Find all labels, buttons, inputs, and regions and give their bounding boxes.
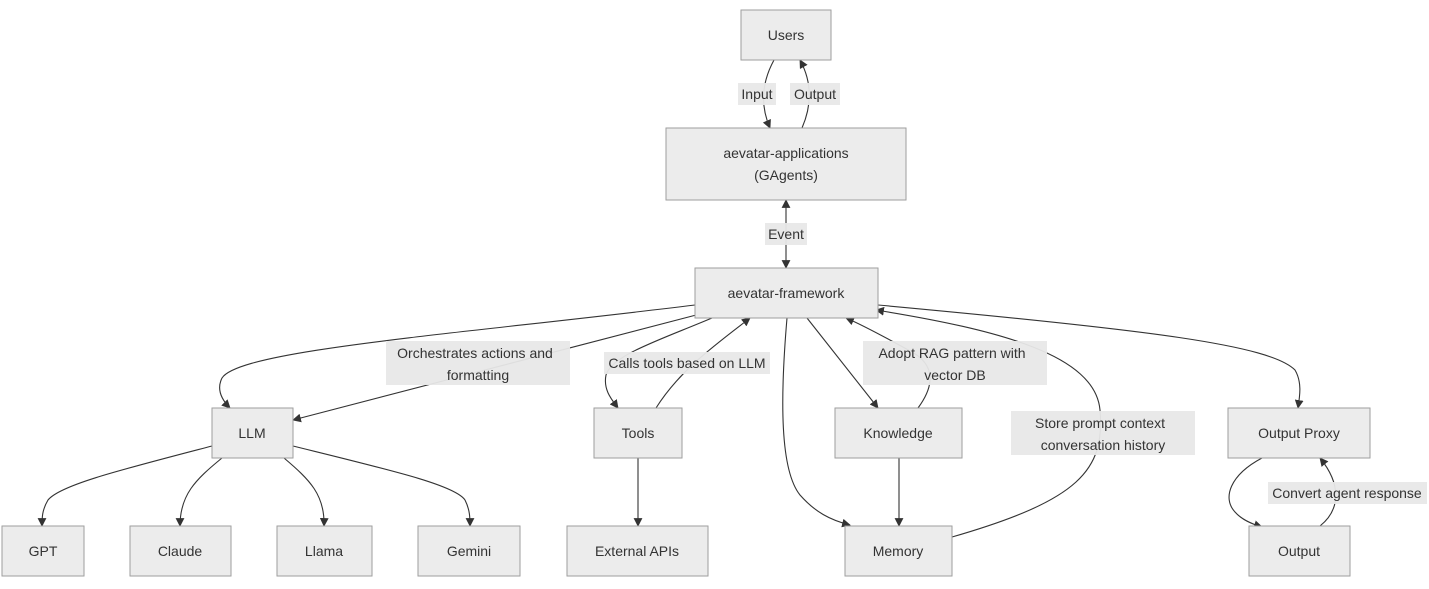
edge-label-event-text: Event (768, 226, 804, 242)
node-gemini-label: Gemini (447, 543, 491, 559)
node-memory-label: Memory (873, 543, 924, 559)
node-output: Output (1248, 525, 1351, 577)
edge-label-rag-line2: vector DB (924, 367, 985, 383)
edge-label-orchestrates-line1: Orchestrates actions and (397, 345, 553, 361)
edge-label-event: Event (765, 223, 807, 245)
node-knowledge-label: Knowledge (863, 425, 932, 441)
edge-label-convert: Convert agent response (1268, 482, 1427, 504)
node-aevatar-applications-line1: aevatar-applications (723, 145, 848, 161)
node-llm-label: LLM (238, 425, 265, 441)
edge-output-proxy-to-output (1228, 457, 1263, 529)
edge-framework-to-llm (219, 304, 696, 409)
edge-label-orchestrates: Orchestrates actions and formatting (386, 341, 570, 385)
edge-label-rag: Adopt RAG pattern with vector DB (863, 341, 1047, 385)
edge-label-calls-tools-text: Calls tools based on LLM (608, 355, 765, 371)
node-claude-label: Claude (158, 543, 203, 559)
edge-label-store-line1: Store prompt context (1035, 415, 1165, 431)
edge-label-store: Store prompt context conversation histor… (1011, 411, 1195, 455)
node-tools: Tools (593, 407, 683, 459)
node-claude: Claude (129, 525, 232, 577)
node-llama: Llama (276, 525, 373, 577)
node-external-apis: External APIs (566, 525, 709, 577)
edge-label-output: Output (790, 83, 840, 105)
edge-label-output-text: Output (794, 86, 836, 102)
node-gemini: Gemini (417, 525, 521, 577)
edge-labels: Input Output Event Orchestrates actions … (386, 83, 1427, 504)
node-llama-label: Llama (305, 543, 343, 559)
edge-framework-to-output-proxy (877, 304, 1304, 409)
edge-llm-to-claude (175, 457, 223, 527)
node-llm: LLM (211, 407, 294, 459)
edge-label-rag-line1: Adopt RAG pattern with (878, 345, 1025, 361)
node-gpt: GPT (1, 525, 85, 577)
node-users: Users (740, 9, 832, 61)
edge-label-input-text: Input (741, 86, 772, 102)
node-gpt-label: GPT (29, 543, 58, 559)
edge-label-convert-text: Convert agent response (1272, 485, 1422, 501)
edge-label-input: Input (738, 83, 776, 105)
node-output-label: Output (1278, 543, 1320, 559)
node-external-apis-label: External APIs (595, 543, 679, 559)
node-output-proxy-label: Output Proxy (1258, 425, 1340, 441)
node-tools-label: Tools (622, 425, 655, 441)
node-aevatar-framework-label: aevatar-framework (728, 285, 846, 301)
edge-llm-to-llama (283, 457, 329, 527)
edge-framework-to-knowledge (806, 317, 879, 409)
edge-label-calls-tools: Calls tools based on LLM (604, 352, 770, 374)
edge-llm-to-gemini (292, 445, 475, 527)
node-output-proxy: Output Proxy (1227, 407, 1371, 459)
node-knowledge: Knowledge (834, 407, 963, 459)
edge-llm-to-gpt (37, 445, 213, 527)
node-users-label: Users (768, 27, 805, 43)
node-aevatar-applications: aevatar-applications (GAgents) (665, 127, 907, 201)
edge-memory-to-framework (875, 306, 1102, 538)
node-aevatar-applications-line2: (GAgents) (754, 167, 818, 183)
nodes: Users aevatar-applications (GAgents) aev… (1, 9, 1371, 577)
edge-label-orchestrates-line2: formatting (447, 367, 509, 383)
node-memory: Memory (844, 525, 953, 577)
edge-framework-to-memory (782, 317, 851, 528)
edge-label-store-line2: conversation history (1041, 437, 1166, 453)
node-aevatar-framework: aevatar-framework (694, 267, 879, 319)
